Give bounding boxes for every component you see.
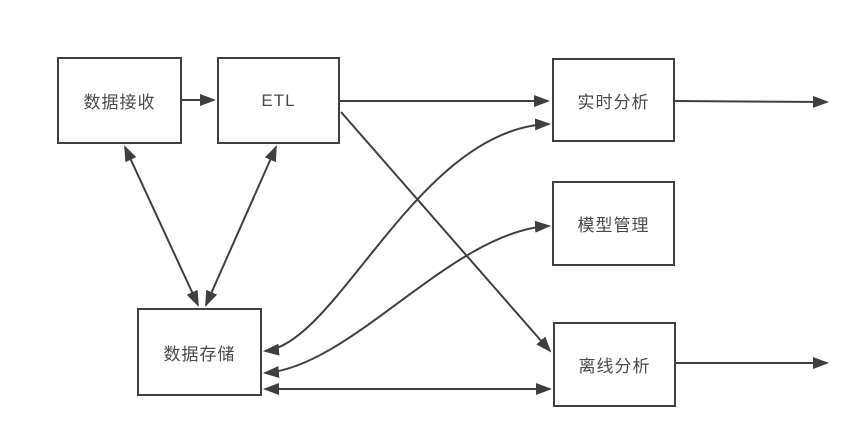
node-model-management: 模型管理 [552, 181, 675, 266]
edge-realtime-output [674, 95, 829, 108]
node-data-receive-label: 数据接收 [83, 93, 156, 112]
node-etl-label: ETL [261, 90, 296, 110]
node-model-management-label: 模型管理 [577, 216, 650, 235]
node-data-receive: 数据接收 [57, 57, 182, 144]
edge-receive-storage-bidirectional [124, 145, 199, 307]
node-realtime-analysis-label: 实时分析 [577, 92, 650, 112]
node-etl: ETL [217, 57, 340, 144]
edge-storage-model-curve-bidirectional [263, 220, 551, 379]
node-data-storage: 数据存储 [137, 308, 262, 396]
node-offline-analysis-label: 离线分析 [578, 357, 651, 376]
edge-storage-realtime-curve-bidirectional [263, 118, 551, 356]
node-offline-analysis: 离线分析 [553, 322, 676, 407]
edge-etl-storage-bidirectional [205, 145, 277, 307]
node-realtime-analysis: 实时分析 [552, 58, 675, 142]
node-data-storage-label: 数据存储 [163, 344, 236, 364]
